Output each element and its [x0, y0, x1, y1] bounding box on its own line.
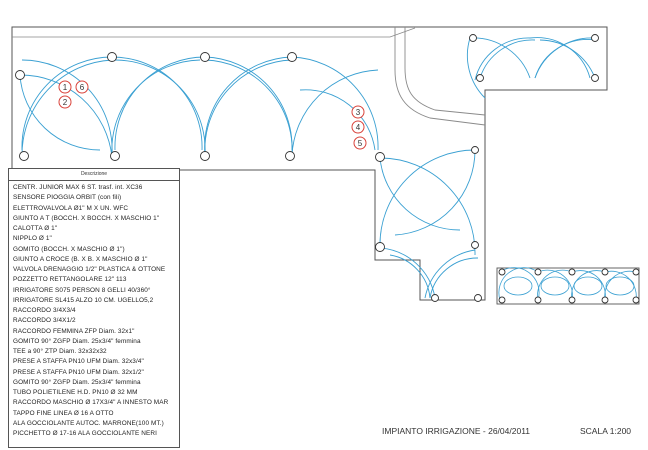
legend-item: PRESE A STAFFA PN10 UFM Diam. 32x3/4" — [13, 358, 144, 366]
svg-text:5: 5 — [358, 139, 363, 148]
legend-item: PICCHETTO Ø 17-16 ALA GOCCIOLANTE NERI — [13, 430, 157, 437]
legend-item: ELETTROVALVOLA Ø1" M X UN. WFC — [13, 204, 129, 212]
legend-item: IRRIGATORE S075 PERSON 8 GELLI 40/360° — [13, 286, 151, 294]
zone-marker-1: 1 — [58, 80, 72, 94]
legend-item: RACCORDO 3/4X1/2 — [13, 317, 76, 325]
svg-text:6: 6 — [80, 83, 85, 92]
legend-item: SENSORE PIOGGIA ORBIT (con fili) — [13, 194, 122, 202]
legend-table: Descrizione CENTR. JUNIOR MAX 6 ST. tras… — [8, 168, 180, 448]
legend-item: GOMITO (BOCCH. X MASCHIO Ø 1") — [13, 245, 125, 253]
legend-item: GOMITO 90° ZGFP Diam. 25x3/4" femmina — [13, 378, 141, 386]
legend-item: CENTR. JUNIOR MAX 6 ST. trasf. int. XC36 — [13, 184, 143, 191]
zone-marker-5: 5 — [353, 136, 367, 150]
flower-bed-outline — [496, 267, 640, 305]
legend-item: GIUNTO A T (BOCCH. X BOCCH. X MASCHIO 1" — [13, 214, 160, 222]
legend-item: PRESE A STAFFA PN10 UFM Diam. 32x1/2" — [13, 368, 144, 376]
svg-text:4: 4 — [356, 123, 361, 132]
legend-item: IRRIGATORE SL415 ALZO 10 CM. UGELLO5,2 — [13, 296, 154, 304]
plan-title: IMPIANTO IRRIGAZIONE - 26/04/2011 — [382, 426, 531, 436]
zone-marker-2: 2 — [58, 95, 72, 109]
legend-item: TEE a 90° ZTP Diam. 32x32x32 — [13, 348, 107, 355]
spray-arcs-main — [19, 56, 379, 158]
legend-item: ALA GOCCIOLANTE AUTOC. MARRONE(100 MT.) — [13, 419, 164, 427]
legend-item: GOMITO 90° ZGFP Diam. 25x3/4" femmina — [13, 337, 141, 345]
legend-item: TAPPO FINE LINEA Ø 16 A OTTO — [13, 409, 114, 417]
plan-scale: SCALA 1:200 — [580, 426, 632, 436]
legend-item: RACCORDO FEMMINA ZFP Diam. 32x1" — [13, 327, 135, 335]
walkway — [394, 27, 486, 126]
zone-marker-6: 6 — [75, 80, 89, 94]
spray-arcs-wing — [466, 37, 596, 99]
svg-text:1: 1 — [63, 83, 68, 92]
legend-item: TUBO POLIETILENE H.D. PN10 Ø 32 MM — [13, 389, 138, 396]
zone-marker-3: 3 — [351, 105, 365, 119]
svg-text:2: 2 — [63, 98, 68, 107]
zone-marker-4: 4 — [351, 120, 365, 134]
legend-item: POZZETTO RETTANGOLARE 12" 113 — [13, 276, 127, 284]
sprinkler-heads — [15, 34, 640, 304]
legend-item: RACCORDO MASCHIO Ø 17X3/4" A INNESTO MAR — [13, 399, 169, 407]
garden-outline — [11, 26, 608, 301]
building-outline — [12, 27, 416, 38]
svg-text:3: 3 — [356, 108, 361, 117]
legend-item: NIPPLO Ø 1" — [13, 235, 52, 243]
legend-item: RACCORDO 3/4X3/4 — [13, 307, 76, 314]
legend-item: VALVOLA DRENAGGIO 1/2" PLASTICA & OTTONE — [13, 266, 166, 273]
legend-item: GIUNTO A CROCE (B. X B. X MASCHIO Ø 1" — [13, 255, 148, 263]
legend-title: Descrizione — [9, 169, 179, 181]
legend-list: CENTR. JUNIOR MAX 6 ST. trasf. int. XC36… — [9, 181, 179, 439]
spray-arcs-bed — [498, 267, 637, 301]
legend-item: CALOTTA Ø 1" — [13, 225, 58, 232]
spray-arcs-lower — [379, 149, 479, 299]
